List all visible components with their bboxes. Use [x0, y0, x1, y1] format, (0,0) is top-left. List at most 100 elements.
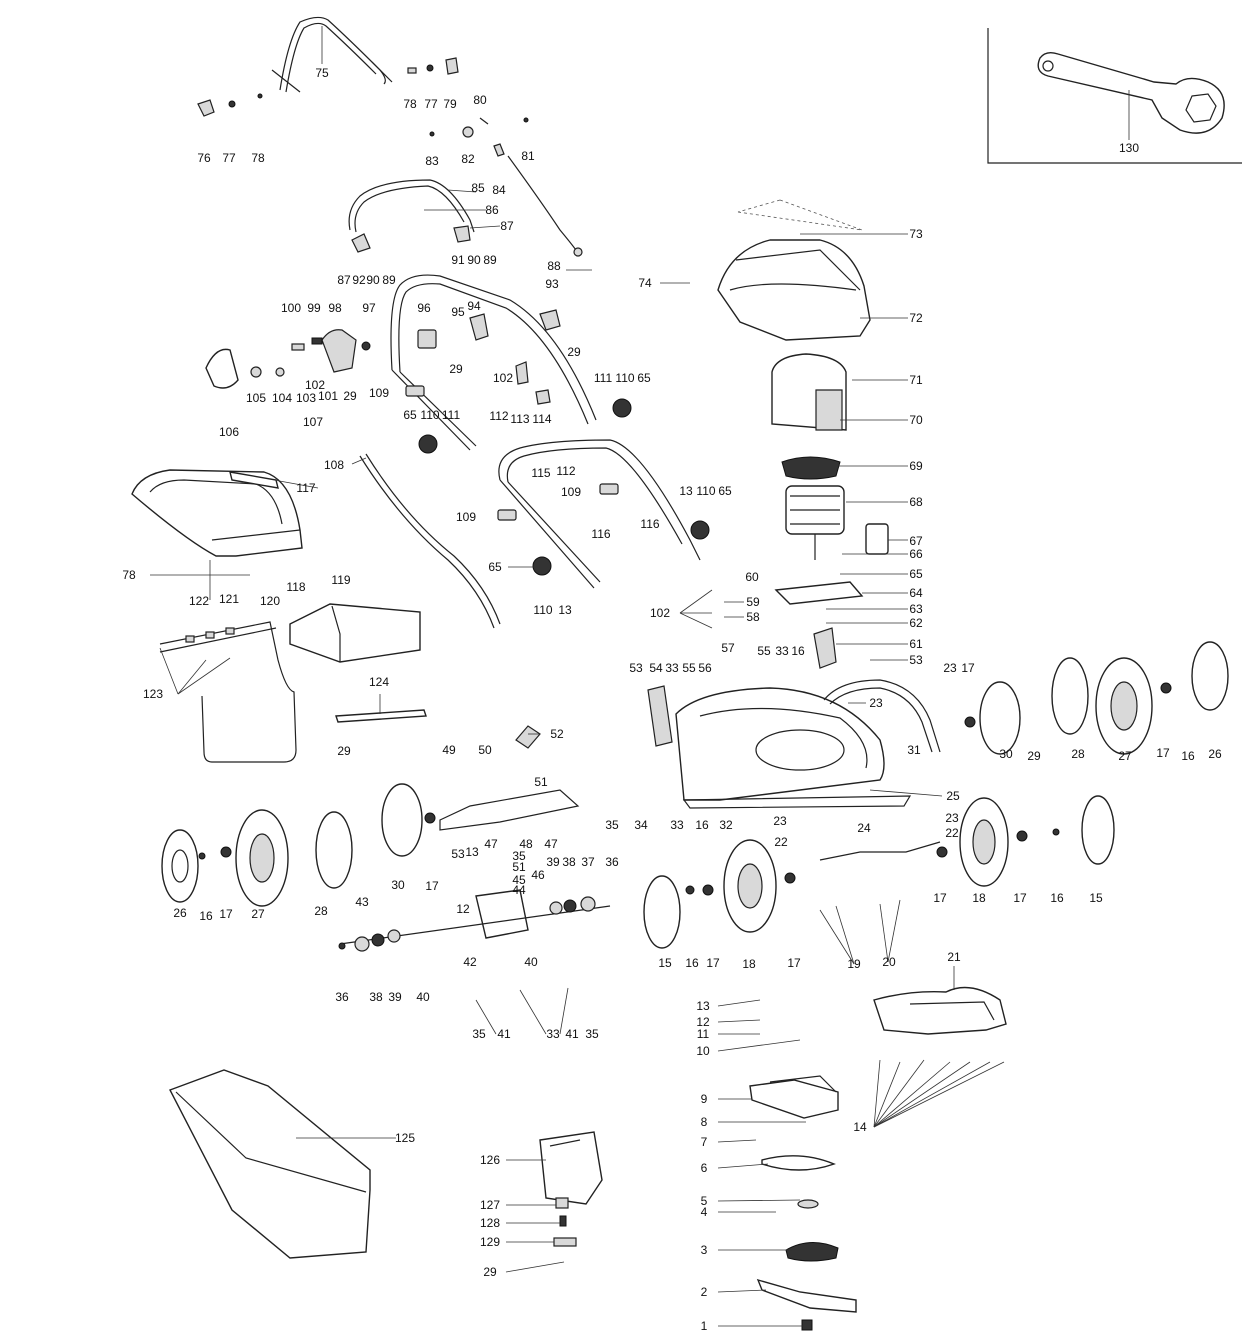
part-label-38: 38	[562, 855, 576, 869]
part-label-45: 45	[512, 873, 526, 887]
part-label-30: 30	[391, 878, 405, 892]
part-label-13: 13	[696, 999, 710, 1013]
part-label-60: 60	[745, 570, 759, 584]
part-label-13: 13	[679, 484, 693, 498]
part-label-90: 90	[467, 253, 481, 267]
part-label-116: 116	[591, 527, 610, 541]
bowden-cable-86	[507, 155, 583, 257]
part-label-62: 62	[909, 616, 923, 630]
part-label-29: 29	[567, 345, 581, 359]
part-label-96: 96	[417, 301, 431, 315]
part-label-39: 39	[546, 855, 560, 869]
part-label-46: 46	[531, 868, 545, 882]
part-label-49: 49	[442, 743, 456, 757]
part-label-75: 75	[315, 66, 329, 80]
part-label-86: 86	[485, 203, 499, 217]
part-label-42: 42	[463, 955, 477, 969]
part-label-77: 77	[222, 151, 236, 165]
part-label-69: 69	[909, 459, 923, 473]
part-label-91: 91	[451, 253, 465, 267]
part-label-15: 15	[1089, 891, 1103, 905]
part-label-129: 129	[480, 1235, 500, 1249]
lower-handle-115	[498, 439, 701, 589]
part-label-17: 17	[219, 907, 233, 921]
part-label-16: 16	[685, 956, 699, 970]
part-label-85: 85	[471, 181, 485, 195]
part-label-36: 36	[335, 990, 349, 1004]
part-label-26: 26	[173, 906, 187, 920]
part-label-14: 14	[853, 1120, 867, 1134]
height-adjuster-48	[439, 789, 580, 831]
part-label-17: 17	[961, 661, 975, 675]
part-label-38: 38	[369, 990, 383, 1004]
part-label-16: 16	[695, 818, 709, 832]
grass-bag-125	[169, 1069, 371, 1259]
part-label-65: 65	[403, 408, 417, 422]
part-label-2: 2	[701, 1285, 708, 1299]
motor-68	[785, 485, 889, 560]
part-label-20: 20	[882, 955, 896, 969]
part-label-17: 17	[425, 879, 439, 893]
part-label-51: 51	[512, 860, 526, 874]
handle-fasteners	[197, 57, 529, 157]
part-label-12: 12	[456, 902, 470, 916]
part-label-77: 77	[424, 97, 438, 111]
part-label-55: 55	[682, 661, 696, 675]
part-label-83: 83	[425, 154, 439, 168]
gearbox-42	[339, 889, 611, 945]
part-label-33: 33	[670, 818, 684, 832]
part-label-28: 28	[1071, 747, 1085, 761]
blade-assembly	[749, 1075, 857, 1331]
part-label-110: 110	[533, 603, 552, 617]
part-label-65: 65	[488, 560, 502, 574]
part-label-108: 108	[324, 458, 344, 472]
part-label-99: 99	[307, 301, 321, 315]
part-label-35: 35	[585, 1027, 599, 1041]
part-label-84: 84	[492, 183, 506, 197]
part-label-80: 80	[473, 93, 487, 107]
part-label-5: 5	[701, 1194, 708, 1208]
part-label-40: 40	[416, 990, 430, 1004]
part-label-37: 37	[581, 855, 595, 869]
part-label-33: 33	[546, 1027, 560, 1041]
part-label-65: 65	[909, 567, 923, 581]
part-label-65: 65	[637, 371, 651, 385]
part-label-41: 41	[497, 1027, 511, 1041]
part-label-3: 3	[701, 1243, 708, 1257]
gears	[338, 896, 596, 952]
part-label-53: 53	[451, 847, 465, 861]
part-label-98: 98	[328, 301, 342, 315]
part-label-47: 47	[544, 837, 558, 851]
part-label-23: 23	[869, 696, 883, 710]
part-label-30: 30	[999, 747, 1013, 761]
part-label-50: 50	[478, 743, 492, 757]
part-label-52: 52	[550, 727, 564, 741]
part-label-110: 110	[420, 408, 439, 422]
part-label-112: 112	[556, 464, 575, 478]
part-label-56: 56	[698, 661, 712, 675]
part-label-76: 76	[197, 151, 211, 165]
lever-52	[515, 725, 541, 749]
part-label-34: 34	[634, 818, 648, 832]
part-label-130: 130	[1119, 141, 1139, 155]
part-label-19: 19	[847, 957, 861, 971]
part-label-13: 13	[465, 845, 479, 859]
part-label-11: 11	[697, 1027, 710, 1041]
part-label-47: 47	[484, 837, 498, 851]
grass-box-frame-120	[159, 621, 297, 763]
part-label-110: 110	[615, 371, 634, 385]
part-label-29: 29	[337, 744, 351, 758]
part-label-87: 87	[337, 273, 351, 287]
part-label-28: 28	[314, 904, 328, 918]
part-label-107: 107	[303, 415, 323, 429]
part-label-109: 109	[456, 510, 476, 524]
part-label-8: 8	[701, 1115, 708, 1129]
part-label-97: 97	[362, 301, 376, 315]
part-label-115: 115	[531, 466, 550, 480]
wheels	[161, 641, 1229, 949]
chute-126	[539, 1131, 603, 1247]
part-label-82: 82	[461, 152, 475, 166]
part-label-51: 51	[534, 775, 548, 789]
part-label-78: 78	[403, 97, 417, 111]
